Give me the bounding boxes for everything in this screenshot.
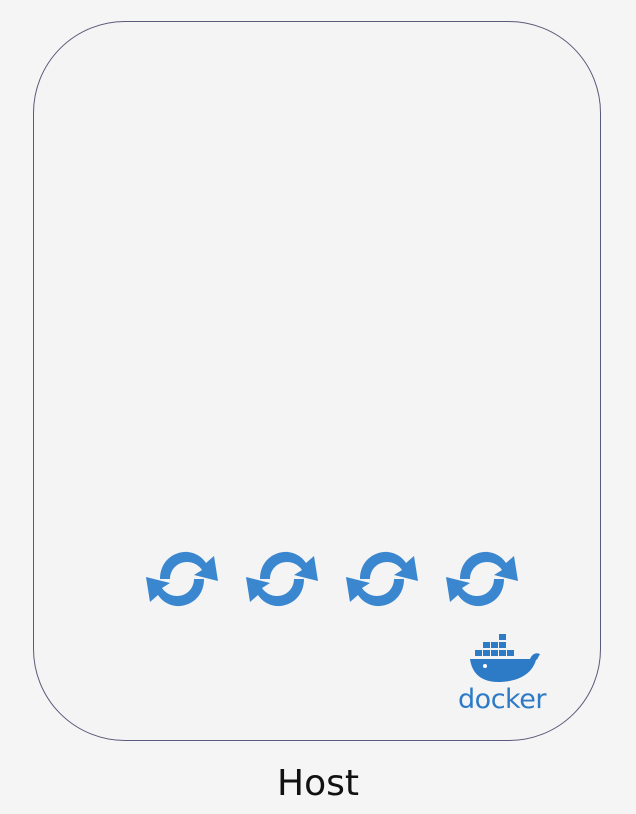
host-box [33, 21, 601, 741]
docker-whale-icon [470, 634, 540, 682]
container-row [140, 543, 524, 615]
container-sync-icon [440, 543, 524, 615]
docker-wordmark: docker [458, 684, 546, 715]
container-sync-icon [240, 543, 324, 615]
container-sync-icon [140, 543, 224, 615]
host-label: Host [277, 763, 359, 804]
docker-logo: docker [452, 632, 552, 720]
container-sync-icon [340, 543, 424, 615]
